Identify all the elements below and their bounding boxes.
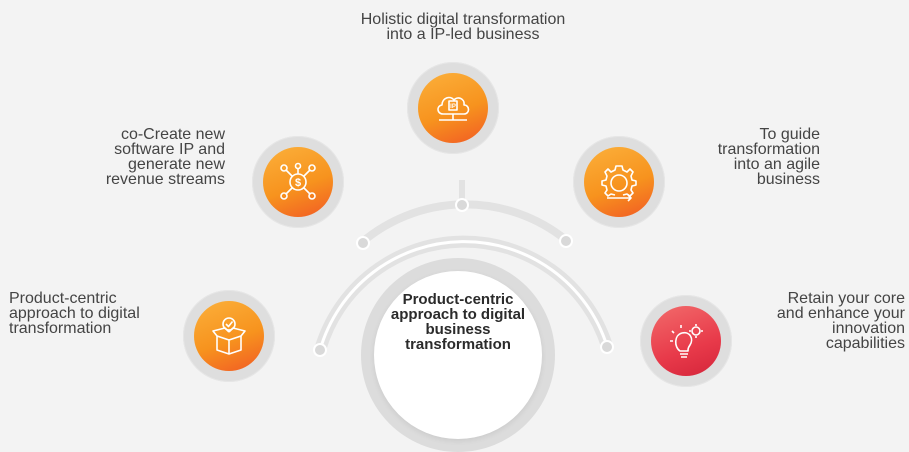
node-product-centric <box>183 290 275 382</box>
label-cocreate: co-Create new software IP and generate n… <box>105 126 225 188</box>
connector-dot <box>455 198 469 212</box>
label-product-centric: Product-centric approach to digital tran… <box>9 290 140 337</box>
svg-text:$: $ <box>295 177 301 189</box>
label-agile: To guide transformation into an agile bu… <box>717 126 820 188</box>
connector-dot <box>356 236 370 250</box>
node-disc <box>651 306 721 376</box>
label-holistic: Holistic digital transformation into a I… <box>360 11 566 43</box>
node-disc <box>584 147 654 217</box>
center-title: Product-centric approach to digital busi… <box>390 291 526 353</box>
connector-dot <box>559 234 573 248</box>
agile-gear-cycle-icon <box>601 165 637 202</box>
dollar-network-icon: $ <box>280 162 316 200</box>
node-disc: $ <box>263 147 333 217</box>
connector-dot <box>313 343 327 357</box>
node-holistic: IP <box>407 62 499 154</box>
bulb-gear-icon <box>670 324 703 358</box>
node-cocreate: $ <box>252 136 344 228</box>
node-agile <box>573 136 665 228</box>
label-innovation: Retain your core and enhance your innova… <box>776 290 905 352</box>
diagram: Product-centric approach to digital busi… <box>9 11 905 452</box>
open-box-check-icon <box>212 317 246 355</box>
node-disc <box>194 301 264 371</box>
svg-text:IP: IP <box>450 104 456 110</box>
center-circle <box>374 271 542 439</box>
node-innovation <box>640 295 732 387</box>
cloud-ip-icon: IP <box>437 96 470 121</box>
connector-dot <box>600 340 614 354</box>
node-disc: IP <box>418 73 488 143</box>
